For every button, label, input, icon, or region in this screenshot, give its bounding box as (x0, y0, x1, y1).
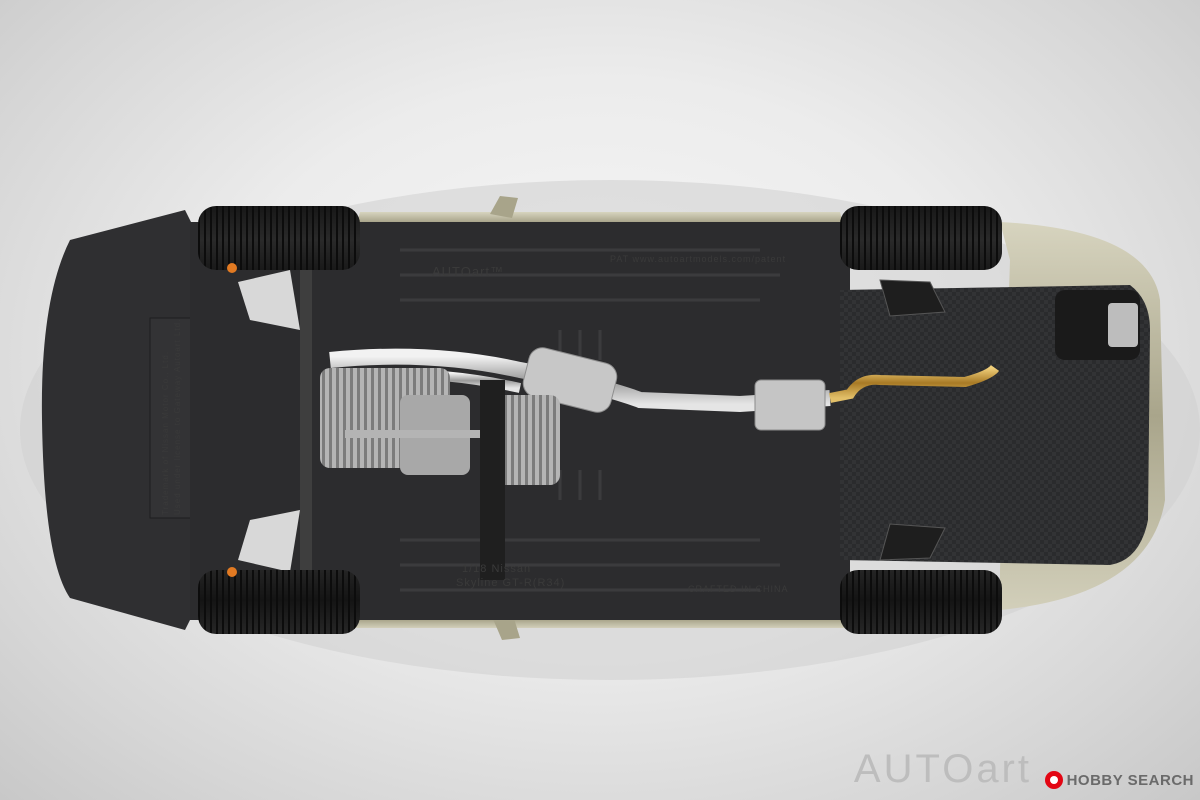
tire-rear-bottom (840, 570, 1002, 634)
underbody-lettering: AUTOart™ PAT www.autoartmodels.com/paten… (161, 254, 789, 594)
rear-silencer (754, 379, 826, 431)
floor-ribs (400, 248, 780, 592)
hobby-search-badge: HOBBY SEARCH (1044, 770, 1194, 790)
autoart-emboss: AUTOart™ (432, 264, 504, 279)
front-suspension (238, 250, 312, 572)
origin-emboss: CRAFTED IN CHINA (688, 584, 789, 594)
front-undertray (41, 210, 200, 630)
crossmember (480, 380, 505, 580)
autoart-watermark: AUTOart (853, 747, 1032, 791)
tire-front-top (198, 206, 360, 270)
hobby-search-label: HOBBY SEARCH (1066, 771, 1194, 789)
tire-rear-top (840, 206, 1002, 270)
patent-emboss: PAT www.autoartmodels.com/patent (610, 254, 786, 264)
trademark-emboss-2: Used under license to Gateway Autoart Lt… (173, 319, 182, 515)
wheels (198, 206, 1002, 634)
rear-suspension (879, 279, 946, 561)
trademark-emboss-1: Trademark of Nissan Motor Co., Ltd. (161, 351, 170, 515)
model-emboss-2: Skyline GT-R(R34) (456, 577, 565, 589)
tire-front-bottom (198, 570, 360, 634)
hobby-search-logo-icon (1044, 771, 1063, 789)
gold-tailpipe (829, 364, 1000, 403)
model-emboss-1: 1/18 Nissan (462, 563, 531, 575)
transmission (320, 368, 560, 580)
door-mirror-top (490, 196, 518, 218)
driveshaft (345, 430, 495, 438)
